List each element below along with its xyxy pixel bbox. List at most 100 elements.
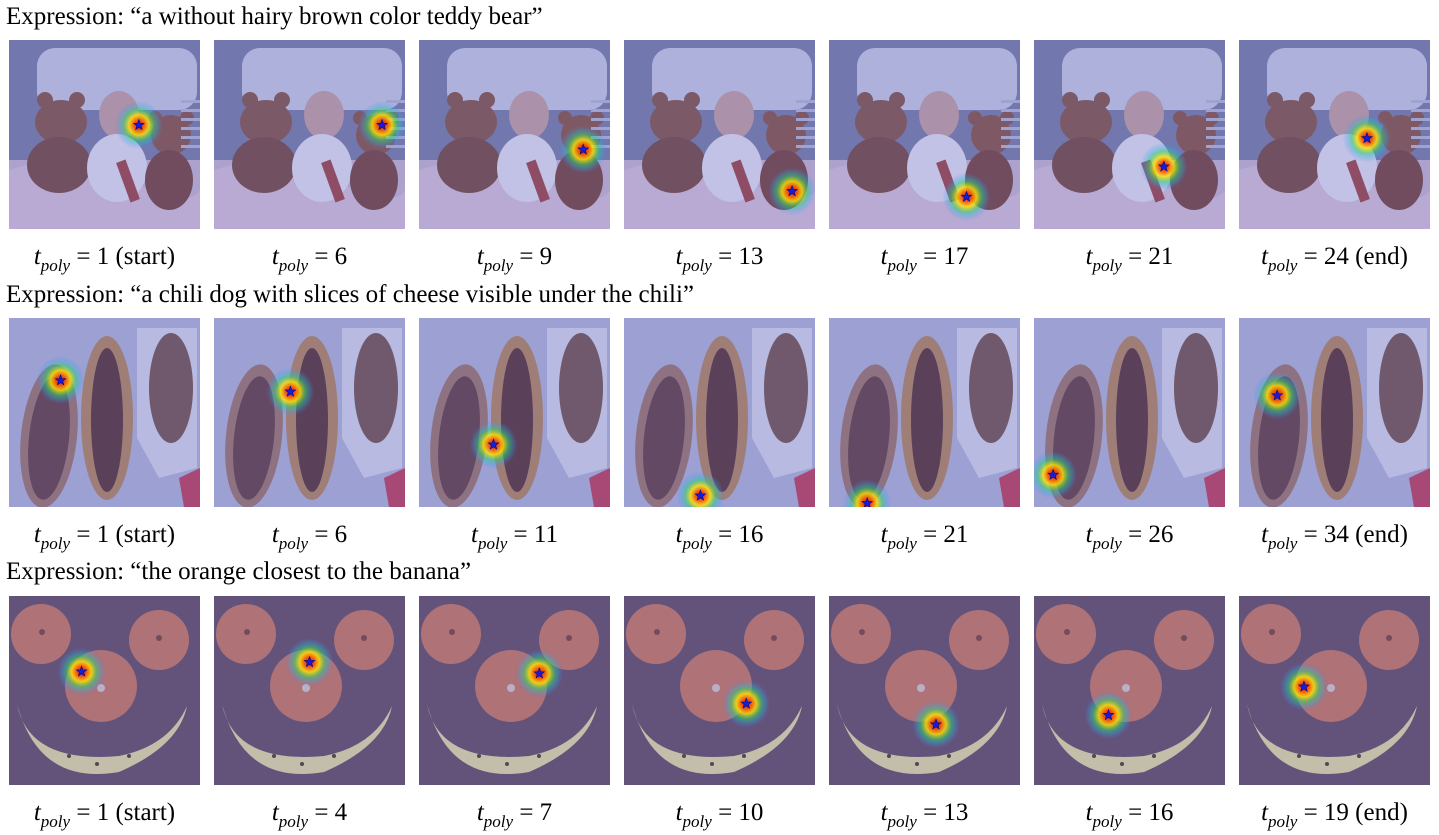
scene-image [1239, 40, 1430, 229]
star-icon [1047, 468, 1060, 481]
scene-image [419, 318, 610, 507]
step-value: 6 [334, 521, 348, 548]
star-icon [960, 190, 973, 203]
star-icon [1297, 680, 1310, 692]
attention-frame [9, 596, 200, 785]
step-value: 4 [334, 799, 348, 826]
star-icon [861, 496, 874, 507]
expression-line: Expression: “a without hairy brown color… [6, 0, 543, 34]
scene-image [624, 40, 815, 229]
expression-line: Expression: “the orange closest to the b… [6, 555, 471, 589]
attention-frame [419, 40, 610, 229]
step-note: (end) [1348, 243, 1408, 270]
expression-prefix: Expression: [6, 281, 131, 308]
step-value: 34 [1323, 521, 1349, 548]
step-value: 6 [334, 243, 348, 270]
star-icon [533, 667, 546, 679]
step-value: 7 [539, 799, 553, 826]
step-caption: tpoly = 6 [271, 243, 348, 275]
step-caption: tpoly = 1 (start) [33, 243, 176, 275]
step-note: (start) [109, 799, 176, 826]
step-value: 11 [533, 521, 558, 548]
step-value: 1 [96, 521, 110, 548]
star-icon [132, 118, 145, 131]
attention-frame [419, 596, 610, 785]
scene-image [419, 596, 610, 785]
step-caption: tpoly = 4 [271, 799, 348, 831]
scene-image [624, 318, 815, 507]
attention-frame [1034, 40, 1225, 229]
step-value: 13 [738, 243, 764, 270]
scene-image [1034, 40, 1225, 229]
scene-image [829, 318, 1020, 507]
step-caption: tpoly = 13 [675, 243, 764, 275]
step-caption: tpoly = 7 [476, 799, 553, 831]
star-icon [1360, 131, 1374, 144]
step-value: 16 [1148, 799, 1174, 826]
star-icon [786, 184, 799, 197]
attention-frame [624, 40, 815, 229]
star-icon [487, 438, 500, 450]
attention-frame [624, 596, 815, 785]
star-icon [577, 143, 590, 155]
attention-frame [1239, 40, 1430, 229]
scene-image [214, 40, 405, 229]
attention-frame [829, 318, 1020, 507]
step-caption: tpoly = 21 [880, 521, 969, 553]
step-note: (start) [109, 243, 176, 270]
scene-image [624, 596, 815, 785]
step-value: 10 [738, 799, 764, 826]
attention-heatmap [843, 479, 892, 507]
step-value: 21 [1148, 243, 1174, 270]
step-caption: tpoly = 24 (end) [1261, 243, 1408, 275]
attention-frame [214, 596, 405, 785]
step-caption: tpoly = 17 [880, 243, 969, 275]
step-caption: tpoly = 13 [880, 799, 969, 831]
star-icon [376, 118, 389, 131]
step-value: 19 [1323, 799, 1349, 826]
expression-prefix: Expression: [6, 558, 131, 585]
scene-image [419, 40, 610, 229]
scene-image [1034, 318, 1225, 507]
scene-image [829, 40, 1020, 229]
step-value: 24 [1323, 243, 1349, 270]
attention-frame [624, 318, 815, 507]
scene-image [9, 318, 200, 507]
attention-frame [214, 318, 405, 507]
step-note: (end) [1348, 521, 1408, 548]
expression-text: “a without hairy brown color teddy bear” [130, 3, 543, 30]
attention-frame [419, 318, 610, 507]
step-caption: tpoly = 21 [1085, 243, 1174, 275]
scene-image [1239, 318, 1430, 507]
step-caption: tpoly = 1 (start) [33, 521, 176, 553]
step-caption: tpoly = 9 [476, 243, 553, 275]
scene-image [9, 40, 200, 229]
scene-image [214, 318, 405, 507]
star-icon [54, 374, 67, 386]
step-value: 13 [943, 799, 969, 826]
expression-line: Expression: “a chili dog with slices of … [6, 278, 694, 312]
scene-image [214, 596, 405, 785]
step-caption: tpoly = 11 [471, 521, 558, 553]
scene-image [1034, 596, 1225, 785]
star-icon [929, 718, 943, 730]
step-note: (start) [109, 521, 176, 548]
expression-text: “a chili dog with slices of cheese visib… [130, 281, 695, 308]
step-value: 26 [1148, 521, 1174, 548]
scene-image [829, 596, 1020, 785]
attention-frame [214, 40, 405, 229]
attention-frame [1034, 318, 1225, 507]
step-caption: tpoly = 6 [271, 521, 348, 553]
scene-image [1239, 596, 1430, 785]
attention-frame [1239, 596, 1430, 785]
scene-image [9, 596, 200, 785]
star-icon [1157, 160, 1170, 172]
star-icon [1271, 389, 1284, 401]
star-icon [284, 385, 297, 397]
expression-text: “the orange closest to the banana” [130, 558, 472, 585]
star-icon [303, 655, 316, 668]
step-caption: tpoly = 26 [1085, 521, 1174, 553]
step-value: 17 [943, 243, 969, 270]
attention-frame [1034, 596, 1225, 785]
expression-prefix: Expression: [6, 3, 131, 30]
